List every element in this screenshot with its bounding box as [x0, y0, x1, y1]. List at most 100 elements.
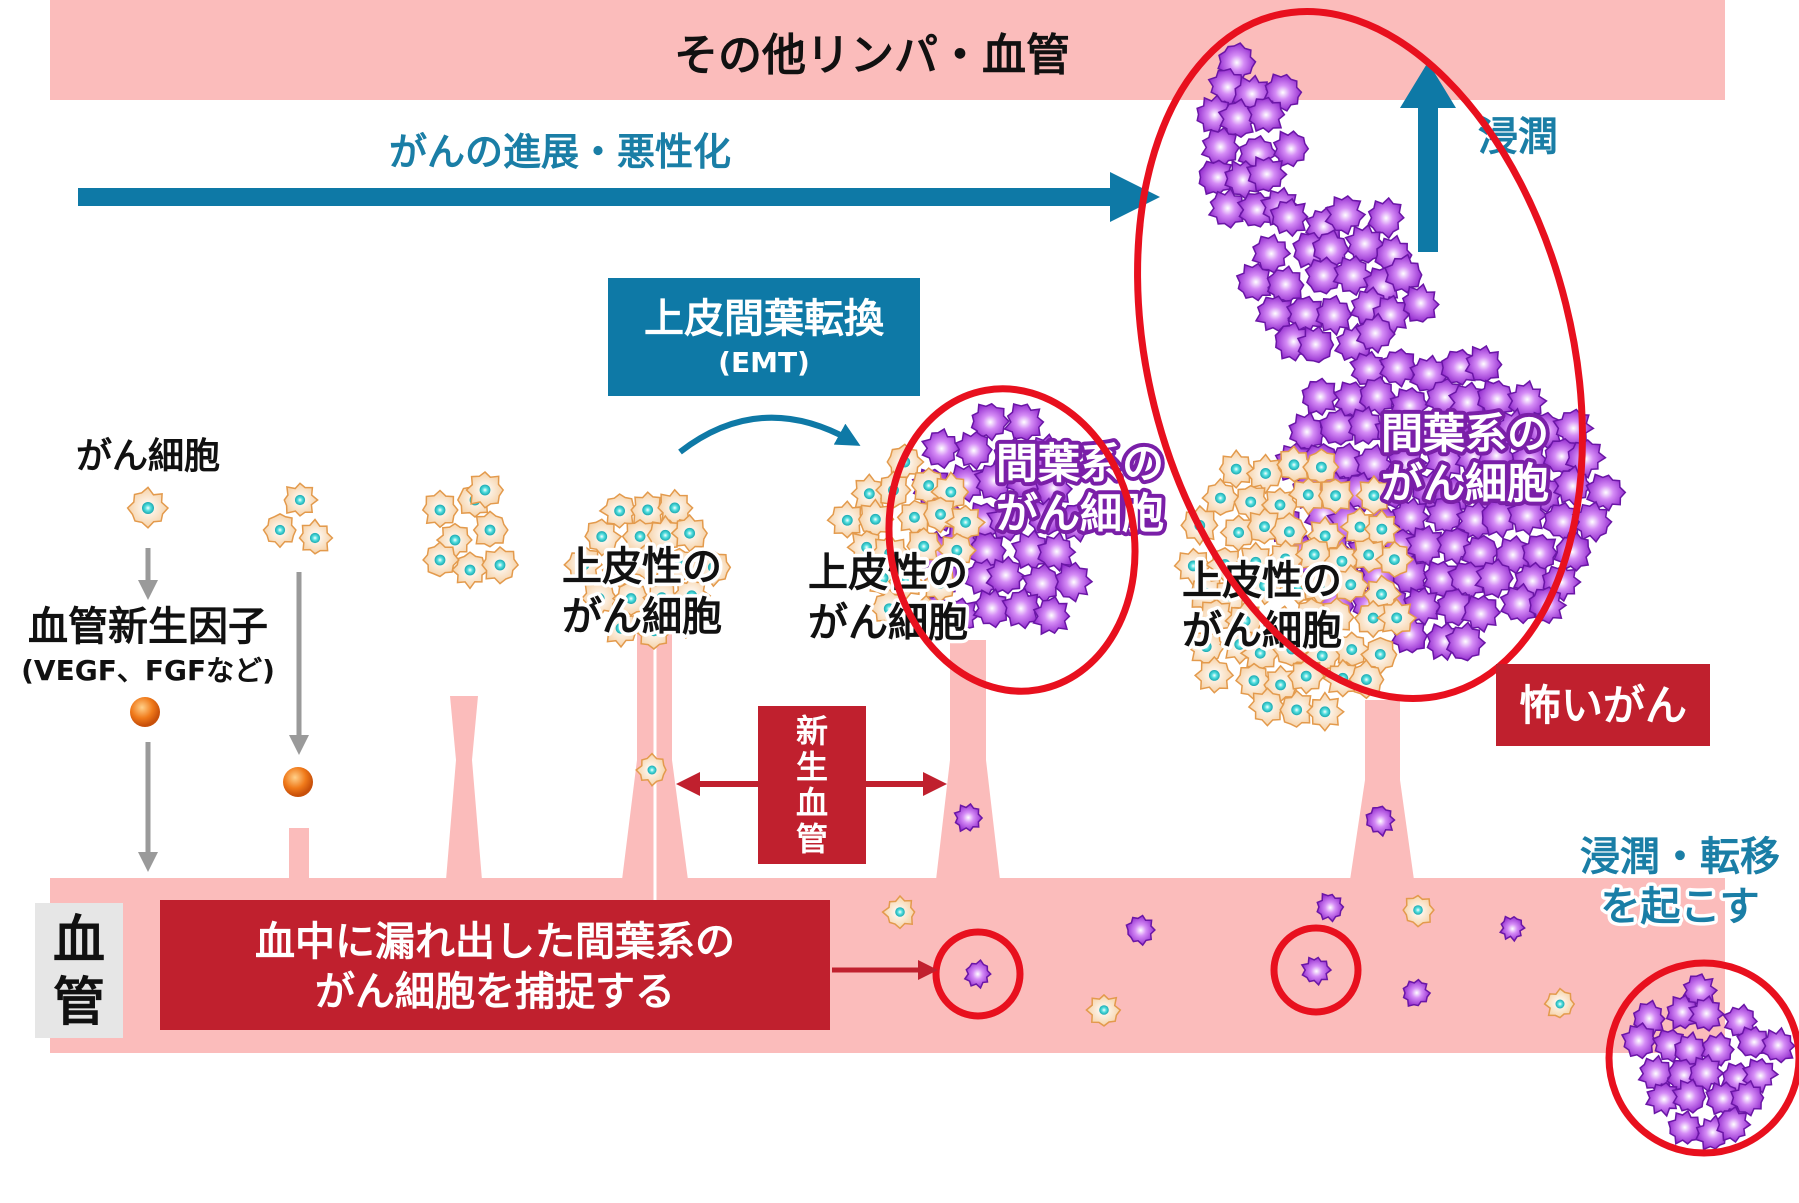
epithelial-cell-nucleus — [310, 533, 320, 543]
epithelial-cell-nucleus — [1262, 702, 1273, 713]
epithelial-cell-nucleus — [1260, 468, 1271, 479]
epithelial-cell-nucleus — [909, 512, 920, 523]
epithelial-cell-nucleus — [1316, 462, 1327, 473]
epithelial-cell-nucleus — [935, 509, 946, 520]
angiogenic-factor-dot — [130, 697, 160, 727]
epithelial-cell-nucleus — [1345, 579, 1356, 590]
emt-box: 上皮間葉転換 (EMT) — [608, 278, 920, 396]
epithelial-cell-nucleus — [1320, 706, 1331, 717]
single-cancer-cell — [128, 487, 168, 527]
epithelial-cell-nucleus — [275, 525, 285, 535]
epithelial-cell-nucleus — [923, 480, 934, 491]
epithelial-cell-nucleus — [895, 907, 905, 917]
mesenchymal-cell — [1302, 379, 1338, 416]
mesenchymal-cell — [1056, 563, 1092, 602]
epithelial-cell-nucleus — [669, 502, 680, 513]
mesenchymal-label-2-line2: がん細胞 — [1381, 459, 1549, 508]
epithelial-cell-nucleus — [1363, 550, 1374, 561]
epithelial-cell-nucleus — [614, 505, 625, 516]
angiogenic-factor-examples: (VEGF、FGFなど) — [21, 654, 275, 687]
neovessel-char-1: 新 — [796, 712, 828, 750]
epithelial-cell-nucleus — [1231, 464, 1242, 475]
metastasis-label-line2: を起こす — [1600, 884, 1759, 930]
epithelial-cell-nucleus — [142, 502, 154, 514]
epithelial-cell-nucleus — [945, 487, 956, 498]
epithelial-cell-nucleus — [1215, 493, 1226, 504]
epithelial-cell-nucleus — [1368, 490, 1379, 501]
epithelial-cell-nucleus — [1249, 675, 1260, 686]
epithelial-cell-nucleus — [1320, 530, 1331, 541]
scary-cancer-badge: 怖いがん — [1496, 664, 1710, 746]
epithelial-cell-nucleus — [864, 488, 875, 499]
epithelial-cell-nucleus — [435, 555, 446, 566]
neovessel-char-3: 血 — [796, 784, 828, 822]
epithelial-cell-nucleus — [1413, 905, 1423, 915]
epithelial-cell-nucleus — [1245, 497, 1256, 508]
vessel-char-1: 血 — [53, 911, 105, 971]
epithelial-cell-nucleus — [1355, 522, 1366, 533]
capture-line2: がん細胞を捕捉する — [315, 969, 675, 1015]
capture-box: 血中に漏れ出した間葉系の がん細胞を捕捉する — [160, 900, 830, 1030]
epithelial-label-2-line2: がん細胞 — [808, 600, 968, 646]
epithelial-cell-nucleus — [1361, 674, 1372, 685]
neovessel-char-2: 生 — [796, 748, 828, 786]
small-epithelial-cluster — [264, 483, 333, 554]
epithelial-cell-nucleus — [295, 495, 305, 505]
epithelial-cell-nucleus — [1391, 612, 1402, 623]
mesenchymal-label-1-line1: 間葉系の — [996, 439, 1164, 488]
epithelial-cell-nucleus — [465, 565, 476, 576]
epithelial-cell-nucleus — [1556, 1000, 1565, 1009]
epithelial-cell-nucleus — [1376, 524, 1387, 535]
epithelial-cell-nucleus — [1259, 521, 1270, 532]
mesenchymal-label-1-line2: がん細胞 — [996, 489, 1164, 538]
mesenchymal-cell — [956, 432, 992, 469]
epithelial-label-3-line1: 上皮性の — [1182, 558, 1342, 604]
epithelial-cell-nucleus — [660, 530, 671, 541]
epithelial-cell-nucleus — [642, 504, 653, 515]
angiogenic-factor-dot — [283, 767, 313, 797]
epithelial-label-1-line2: がん細胞 — [562, 594, 722, 640]
epithelial-cell-nucleus — [684, 528, 695, 539]
epithelial-cell-nucleus — [842, 515, 853, 526]
scary-cancer-label: 怖いがん — [1519, 681, 1687, 730]
vessel-char-2: 管 — [53, 973, 105, 1033]
epithelial-cell-nucleus — [648, 766, 657, 775]
progress-arrow-label: がんの進展・悪性化 — [389, 130, 731, 174]
angiogenic-factor-label: 血管新生因子 — [28, 604, 268, 650]
epithelial-cell-nucleus — [596, 531, 607, 542]
epithelial-cell-nucleus — [485, 525, 496, 536]
epithelial-cell-nucleus — [1346, 644, 1357, 655]
emt-curved-arrow — [680, 418, 850, 452]
epithelial-cell-nucleus — [435, 505, 446, 516]
progress-arrow — [78, 172, 1160, 222]
epithelial-cell-nucleus — [1099, 1005, 1109, 1015]
epithelial-cell-nucleus — [1301, 671, 1312, 682]
mesenchymal-cell — [974, 589, 1011, 627]
epithelial-cell-nucleus — [1284, 526, 1295, 537]
cancer-cell-label: がん細胞 — [76, 436, 220, 477]
metastasis-label-line1: 浸潤・転移 — [1580, 834, 1780, 880]
epithelial-cell-nucleus — [480, 485, 491, 496]
mesenchymal-cell — [1005, 404, 1044, 440]
mesenchymal-cell — [1034, 597, 1070, 634]
epithelial-cell-nucleus — [870, 514, 881, 525]
emt-title: 上皮間葉転換 — [644, 296, 885, 342]
mesenchymal-cell — [922, 429, 961, 468]
epithelial-cell-nucleus — [1389, 554, 1400, 565]
epithelial-cell-nucleus — [450, 535, 461, 546]
epithelial-label-1-line1: 上皮性の — [562, 544, 722, 590]
neovessel-char-4: 管 — [796, 820, 828, 858]
epithelial-cell-nucleus — [960, 517, 971, 528]
mesenchymal-label-2-line1: 間葉系の — [1381, 409, 1549, 458]
epithelial-cell-nucleus — [1275, 679, 1286, 690]
epithelial-cell-nucleus — [1376, 589, 1387, 600]
epithelial-cell-nucleus — [1289, 459, 1300, 470]
medium-epithelial-cluster — [423, 472, 518, 588]
epithelial-cell-nucleus — [1291, 704, 1302, 715]
epithelial-cell-nucleus — [1303, 489, 1314, 500]
epithelial-cell-nucleus — [1275, 499, 1286, 510]
capture-line1: 血中に漏れ出した間葉系の — [255, 919, 735, 965]
vessel-label-box: 血 管 — [35, 903, 123, 1038]
